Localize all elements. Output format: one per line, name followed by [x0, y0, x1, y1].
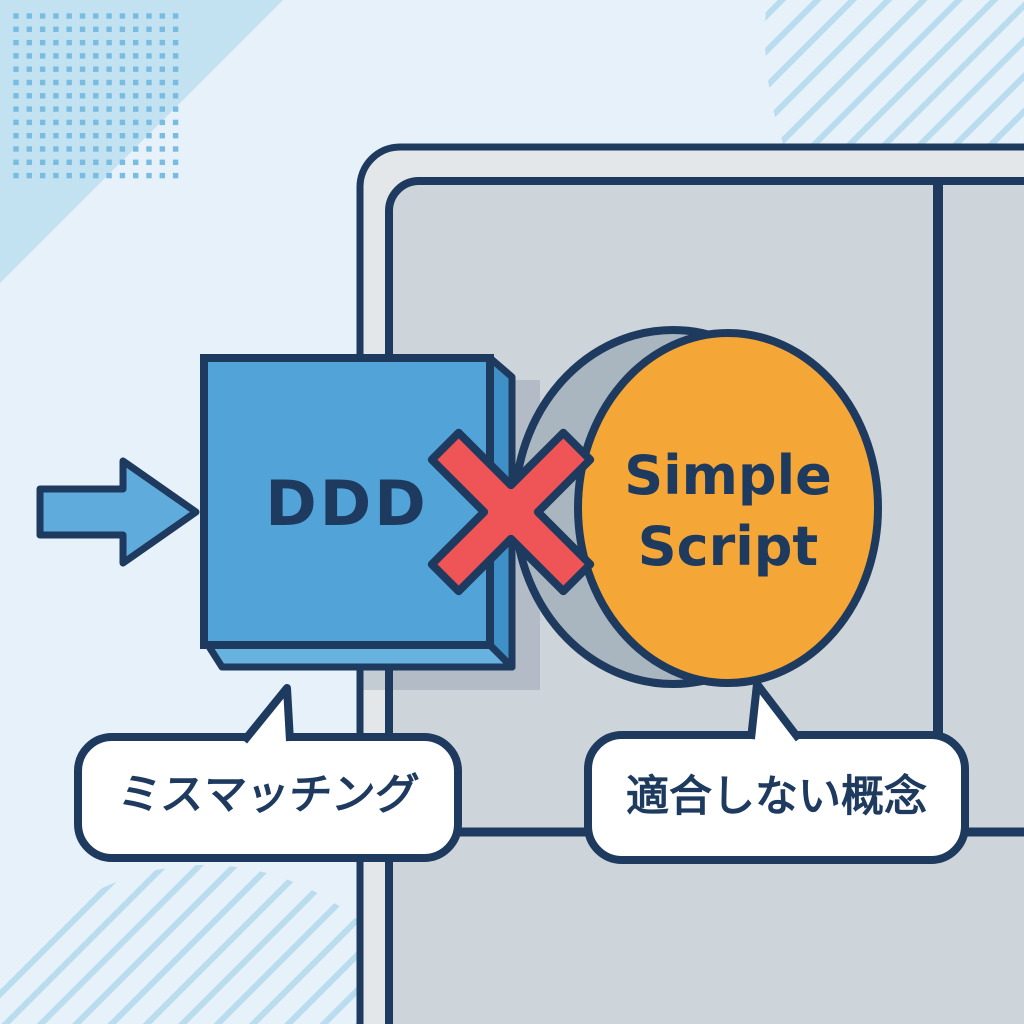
right-bubble-text: 適合しない概念: [626, 772, 927, 822]
simple-script-label-line2: Script: [637, 515, 819, 578]
arrow-right-icon: [36, 457, 200, 567]
ddd-cube-label: DDD: [265, 467, 429, 540]
left-bubble-text: ミスマッチング: [115, 770, 421, 820]
right-speech-bubble-tail-outline: [747, 680, 803, 742]
dot-grid-decoration: [6, 6, 186, 179]
cube-drop-shadow: [360, 380, 540, 690]
x-cross-icon: [427, 428, 595, 596]
simple-script-label: Simple Script: [578, 440, 878, 582]
left-speech-bubble-tail-outline: [240, 684, 294, 744]
simple-script-circle: [574, 329, 882, 687]
stripe-decoration-bottom-left: [0, 865, 431, 1024]
simple-script-label-line1: Simple: [624, 444, 832, 507]
